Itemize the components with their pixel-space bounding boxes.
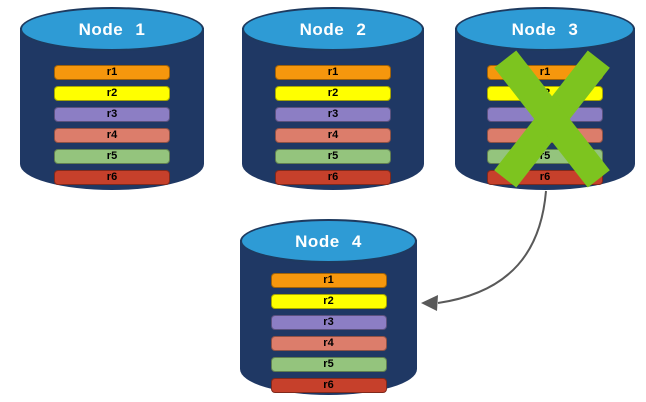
record-bar: r6 [270, 378, 387, 393]
node-1-cylinder: Node 1 r1 r2 r3 r4 r5 r6 [20, 7, 204, 190]
record-bar: r4 [270, 336, 387, 351]
arrow-head-icon [421, 295, 438, 311]
record-label: r4 [323, 337, 334, 349]
failure-x-icon [494, 49, 610, 188]
node-2-cylinder: Node 2 r1 r2 r3 r4 r5 r6 [242, 7, 424, 190]
record-bar: r5 [275, 149, 391, 164]
record-label: r1 [327, 66, 339, 78]
record-label: r2 [106, 87, 118, 99]
record-label: r5 [539, 150, 551, 162]
node-title: Node 4 [295, 232, 362, 251]
record-label: r1 [106, 66, 118, 78]
record-label: r2 [323, 295, 334, 307]
record-label: r6 [539, 171, 551, 183]
record-label: r6 [323, 379, 334, 391]
record-label: r6 [106, 171, 118, 183]
record-label: r1 [539, 66, 551, 78]
record-label: r4 [106, 129, 118, 141]
record-bar: r5 [54, 149, 170, 164]
record-label: r1 [323, 274, 334, 286]
record-list: r1 r2 r3 r4 r5 r6 [270, 273, 387, 393]
record-label: r3 [327, 108, 339, 120]
record-label: r2 [327, 87, 339, 99]
record-bar: r3 [54, 107, 170, 122]
record-bar: r2 [54, 86, 170, 101]
node-3-cylinder: Node 3 r1 r2 r3 r4 r5 r6 [455, 7, 635, 190]
arrow-curve [437, 190, 547, 304]
node-title: Node 1 [78, 20, 146, 39]
record-bar: r3 [270, 315, 387, 330]
record-bar: r1 [54, 65, 170, 80]
record-label: r4 [327, 129, 339, 141]
node-4-cylinder: Node 4 r1 r2 r3 r4 r5 r6 [240, 219, 417, 395]
record-label: r5 [327, 150, 339, 162]
cylinder-top: Node 4 [240, 219, 417, 263]
cylinder-top: Node 1 [20, 7, 204, 51]
record-bar: r2 [275, 86, 391, 101]
node-title: Node 2 [299, 20, 367, 39]
record-label: r5 [323, 358, 334, 370]
cylinder-top: Node 2 [242, 7, 424, 51]
record-label: r3 [323, 316, 334, 328]
record-list: r1 r2 r3 r4 r5 r6 [54, 65, 170, 185]
record-bar: r4 [275, 128, 391, 143]
record-bar: r5 [270, 357, 387, 372]
record-bar: r4 [54, 128, 170, 143]
record-bar: r6 [54, 170, 170, 185]
record-bar: r6 [275, 170, 391, 185]
cylinder-top: Node 3 [455, 7, 635, 51]
record-bar: r1 [275, 65, 391, 80]
record-label: r5 [106, 150, 118, 162]
record-bar: r1 [270, 273, 387, 288]
node-title: Node 3 [511, 20, 579, 39]
record-bar: r3 [275, 107, 391, 122]
record-label: r3 [106, 108, 118, 120]
record-bar: r2 [270, 294, 387, 309]
record-list: r1 r2 r3 r4 r5 r6 [275, 65, 391, 185]
record-label: r6 [327, 171, 339, 183]
